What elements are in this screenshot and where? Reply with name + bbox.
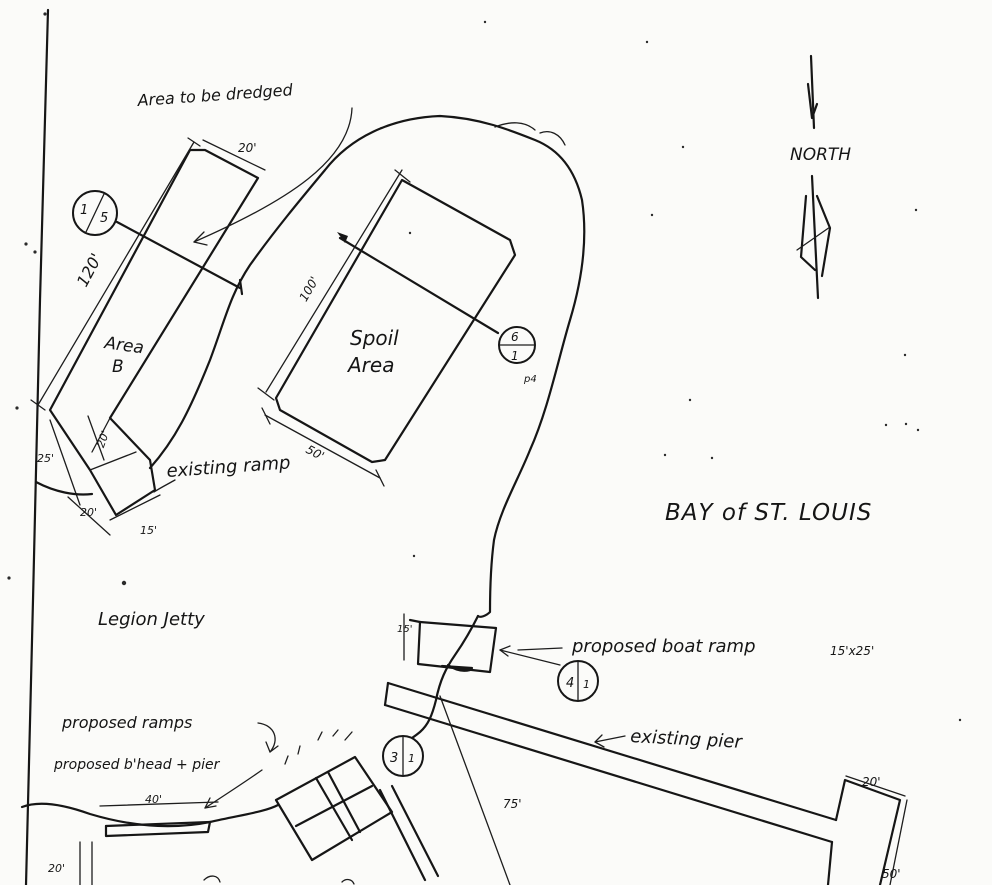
spoil-area-label-line2: Area bbox=[346, 353, 394, 377]
proposed-bulkhead-pier-leader bbox=[204, 769, 263, 809]
proposed-boat-ramp-size: 15'x25' bbox=[830, 644, 874, 658]
existing-pier-leader bbox=[594, 735, 626, 743]
paper-specks bbox=[7, 12, 962, 722]
north-arrow: NORTH bbox=[790, 54, 851, 300]
bay-label: BAY of ST. LOUIS bbox=[665, 500, 872, 526]
proposed-boat-ramp: 15' 4 1 bbox=[397, 613, 599, 702]
area-b-inner-line bbox=[91, 417, 111, 453]
left-margin-line bbox=[24, 8, 50, 887]
spoil-length-text: 100' bbox=[296, 274, 321, 304]
area-b-bend-dimension: 20' bbox=[87, 415, 112, 461]
proposed-bulkhead-pier-arrow bbox=[204, 797, 217, 809]
jetty-shoreline bbox=[383, 614, 480, 754]
proposed-ramps-leader bbox=[257, 722, 276, 753]
right-dimension-20-line bbox=[845, 775, 906, 797]
boat-ramp-leader bbox=[499, 649, 561, 666]
bottom-stray-mark bbox=[203, 875, 221, 883]
existing-ramp-label: existing ramp bbox=[166, 452, 291, 482]
bottom-shoreline bbox=[20, 802, 280, 828]
boat-ramp-side-text: 15' bbox=[397, 624, 412, 635]
area-to-be-dredged-arrow bbox=[193, 231, 208, 246]
existing-pier-label: existing pier bbox=[630, 726, 744, 753]
area-b-width-dimension: 20' bbox=[202, 139, 266, 171]
proposed-boat-ramp-label: proposed boat ramp bbox=[571, 636, 756, 657]
ramp-top-edge bbox=[89, 451, 137, 471]
ramps-callout-top: 3 bbox=[390, 751, 398, 766]
shore-detail bbox=[446, 663, 472, 672]
right-dimension-50-line bbox=[889, 799, 908, 886]
area-b-callout-top: 1 bbox=[80, 203, 88, 218]
bottom-stray-mark bbox=[341, 878, 355, 885]
boat-ramp-callout-top: 4 bbox=[566, 676, 574, 691]
area-b-outline bbox=[48, 148, 260, 517]
legion-jetty-label: Legion Jetty bbox=[98, 609, 205, 630]
shore-detail bbox=[539, 130, 566, 146]
proposed-bulkhead-pier-label: proposed b'head + pier bbox=[53, 757, 221, 773]
proposed-ramps-arrow bbox=[265, 741, 279, 753]
ramp-bottom-text-b: 15' bbox=[140, 524, 157, 537]
spoil-callout-top: 6 bbox=[511, 330, 519, 344]
boat-ramp-callout-bottom: 1 bbox=[583, 678, 590, 691]
area-b-section-callout: 1 5 bbox=[72, 190, 244, 296]
ramp-side-dimension: 25' bbox=[37, 419, 81, 506]
left-shore-line bbox=[34, 480, 94, 496]
spoil-width-dimension: 50' bbox=[261, 407, 385, 487]
proposed-bulkhead-pier: 40' 20' bbox=[48, 793, 219, 886]
shore-detail bbox=[494, 122, 536, 131]
ramp-side-text: 25' bbox=[37, 452, 54, 465]
area-b-callout-bottom: 5 bbox=[100, 211, 108, 226]
existing-pier bbox=[383, 681, 902, 887]
pier-dimension-75: 75' bbox=[503, 797, 522, 811]
ramp-bottom-dimensions: 20' 15' bbox=[67, 494, 161, 537]
area-b-width-text: 20' bbox=[238, 141, 257, 155]
area-to-be-dredged-label: Area to be dredged bbox=[136, 80, 294, 110]
north-label: NORTH bbox=[790, 145, 851, 165]
proposed-ramps-label: proposed ramps bbox=[61, 713, 192, 732]
boat-ramp-label-leader bbox=[517, 647, 563, 651]
area-to-be-dredged-leader bbox=[193, 107, 353, 243]
spoil-callout-bottom: 1 bbox=[511, 349, 519, 363]
area-b-label-line1: Area bbox=[102, 333, 145, 358]
ramps-callout-bottom: 1 bbox=[408, 752, 415, 765]
proposed-ramps-structure: 3 1 bbox=[274, 735, 440, 882]
spoil-width-text: 50' bbox=[304, 442, 327, 463]
area-b-bend-text: 20' bbox=[94, 429, 112, 449]
area-b-length-text: 120' bbox=[73, 250, 106, 290]
right-dimension-50: 50' bbox=[882, 867, 901, 881]
ramp-bottom-text-a: 20' bbox=[80, 506, 97, 519]
spoil-area-label-line1: Spoil bbox=[350, 326, 399, 350]
area-b-label-line2: B bbox=[112, 357, 124, 377]
proposed-ramps-dimension-ticks bbox=[284, 729, 353, 765]
spoil-area-outline bbox=[274, 178, 517, 464]
existing-pier-arrow bbox=[594, 734, 605, 748]
spoil-callout-note: p4 bbox=[523, 374, 537, 385]
bottom-dimension-40: 40' bbox=[145, 793, 162, 806]
spoil-section-callout: 6 1 p4 bbox=[337, 232, 537, 385]
existing-ramp-leader bbox=[153, 479, 176, 493]
bottom-dimension-20: 20' bbox=[48, 862, 65, 875]
